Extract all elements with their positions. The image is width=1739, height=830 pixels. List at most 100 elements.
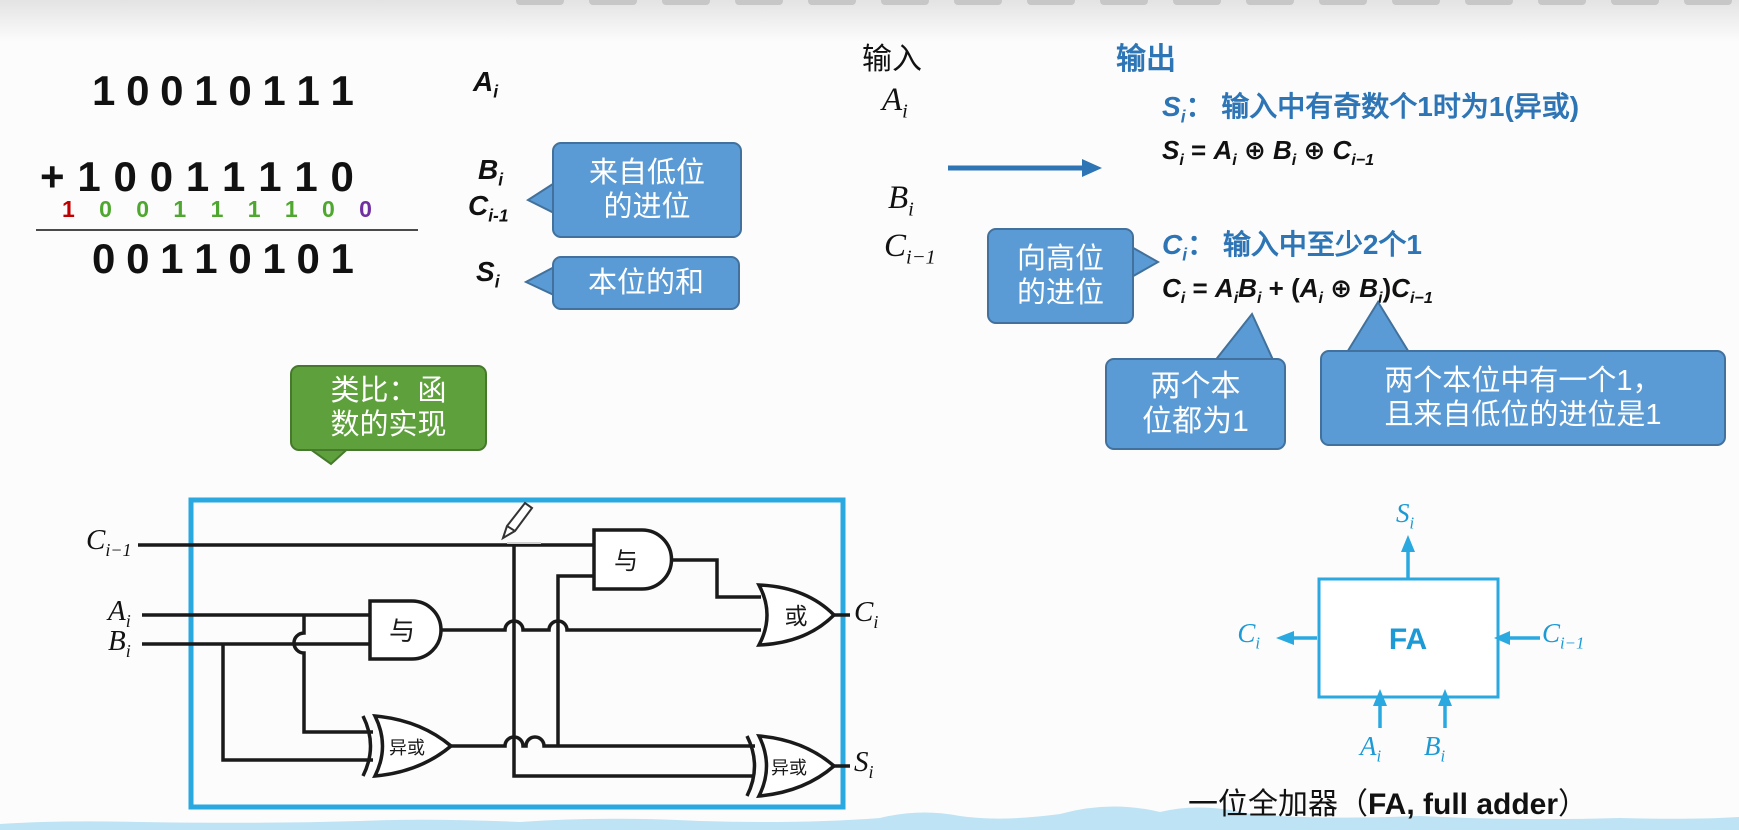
callout-carry-out-line1: 向高位 — [1016, 242, 1104, 275]
xor1-lead-arc — [361, 715, 373, 777]
fa-label-ci-1: Ci−1 — [1542, 618, 1585, 653]
callout-carry-out-line2: 的进位 — [1016, 277, 1104, 309]
top-tab-stub — [1611, 0, 1659, 5]
top-tab-stub — [1100, 0, 1148, 5]
callout-one-and-carry-line1: 两个本位中有一个1， — [1384, 364, 1662, 397]
callout-carry-in-line2: 的进位 — [603, 191, 691, 223]
fa-cout-arrow-head — [1276, 631, 1294, 645]
or-gate — [756, 583, 837, 647]
circuit-gates — [361, 528, 837, 799]
callout-carry-in: 来自低位 的进位 — [552, 142, 742, 238]
sum-rule — [36, 229, 418, 231]
full-adder-circuit: 与 与 或 异或 异或 — [138, 497, 850, 810]
circuit-wires — [138, 543, 850, 778]
output-header: 输出 — [1116, 43, 1176, 76]
or-label: 或 — [785, 603, 808, 629]
s-heading: Si： 输入中有奇数个1时为1(异或) — [1162, 91, 1580, 127]
top-tab-strip — [516, 0, 1732, 5]
both-one-callout-tail — [1211, 312, 1276, 363]
c-heading: Ci： 输入中至少2个1 — [1162, 229, 1422, 265]
top-tab-stub — [881, 0, 929, 5]
io-ai: Ai — [882, 82, 908, 123]
xor2-label: 异或 — [771, 758, 807, 778]
callout-analogy: 类比：函 数的实现 — [290, 365, 487, 451]
callout-one-and-carry-line2: 且来自低位的进位是1 — [1384, 399, 1662, 431]
and1-gate — [368, 599, 443, 661]
pencil-icon — [501, 501, 541, 544]
label-bi: Bi — [478, 154, 504, 190]
fa-label-ai: Ai — [1360, 731, 1382, 766]
fa-a-arrow-head — [1373, 689, 1387, 706]
callout-carry-out: 向高位 的进位 — [987, 228, 1134, 324]
xor1-gate — [372, 713, 454, 779]
fa-arrows — [1276, 535, 1540, 728]
top-tab-stub — [1027, 0, 1075, 5]
circuit-label-ci-1: Ci−1 — [86, 524, 132, 560]
circuit-label-si: Si — [854, 746, 874, 782]
callout-sum-line: 本位的和 — [587, 266, 704, 299]
callout-analogy-line1: 类比：函 — [330, 374, 447, 407]
and2-gate — [592, 528, 674, 591]
top-tab-stub — [735, 0, 783, 5]
top-tab-stub — [662, 0, 710, 5]
caption: 一位全加器（FA, full adder） — [1188, 788, 1589, 821]
input-output-arrow — [948, 159, 1102, 177]
top-tab-stub — [808, 0, 856, 5]
wave-path — [0, 806, 1739, 830]
label-ci-1: Ci-1 — [468, 190, 509, 226]
top-tab-stub — [954, 0, 1002, 5]
circuit-frame — [188, 497, 846, 810]
fa-block-diagram: FA — [1276, 535, 1540, 728]
top-tab-stub — [1319, 0, 1367, 5]
io-ci-1: Ci−1 — [884, 228, 936, 269]
fa-label-bi: Bi — [1424, 731, 1446, 766]
fa-label-ci: Ci — [1237, 618, 1260, 653]
callout-one-and-carry: 两个本位中有一个1， 且来自低位的进位是1 — [1320, 350, 1726, 446]
circuit-label-ci: Ci — [854, 596, 879, 632]
wire-and2-out — [672, 558, 761, 599]
xor1-label: 异或 — [389, 738, 425, 758]
wire-xor1-to-and2 — [556, 574, 594, 746]
label-ai: Ai — [473, 66, 499, 102]
top-tab-stub — [1246, 0, 1294, 5]
top-tab-stub — [1173, 0, 1221, 5]
wire-and1-out — [441, 619, 761, 632]
xor2-lead-arc — [745, 735, 757, 797]
and2-label: 与 — [614, 548, 638, 575]
callout-both-one-line2: 位都为1 — [1142, 405, 1249, 438]
fa-cin-arrow-head — [1494, 631, 1510, 645]
callout-carry-in-line1: 来自低位 — [588, 156, 705, 189]
fa-b-arrow-head — [1438, 689, 1452, 706]
top-tab-stub — [1684, 0, 1732, 5]
top-tab-stub — [516, 0, 564, 5]
top-tab-stub — [1538, 0, 1586, 5]
wave-decoration — [0, 806, 1739, 830]
io-bi: Bi — [888, 180, 914, 221]
and1-label: 与 — [389, 616, 415, 646]
wire-a-branch — [292, 615, 373, 734]
gate-labels: 与 与 或 异或 异或 — [389, 548, 808, 778]
wire-b-branch — [221, 644, 373, 762]
s-formula: Si = Ai ⊕ Bi ⊕ Ci−1 — [1162, 135, 1375, 170]
xor2-gate — [756, 733, 837, 799]
circuit-label-ai: Ai — [108, 595, 131, 631]
callout-both-one-line1: 两个本 — [1150, 369, 1241, 403]
fa-box-label: FA — [1389, 623, 1427, 656]
fa-s-arrow-head — [1401, 535, 1415, 552]
circuit-label-bi: Bi — [108, 625, 131, 661]
one-and-carry-callout-tail — [1344, 300, 1412, 355]
callout-analogy-line2: 数的实现 — [330, 409, 447, 441]
callout-both-one: 两个本 位都为1 — [1105, 358, 1286, 450]
top-tab-stub — [589, 0, 637, 5]
fa-box — [1317, 577, 1500, 699]
c-formula: Ci = AiBi + (Ai ⊕ Bi)Ci−1 — [1162, 273, 1433, 308]
fa-label-si: Si — [1396, 498, 1415, 533]
wire-xor1-out — [451, 735, 755, 748]
label-si: Si — [476, 256, 500, 292]
input-header: 输入 — [862, 43, 922, 76]
callout-sum: 本位的和 — [552, 256, 740, 310]
